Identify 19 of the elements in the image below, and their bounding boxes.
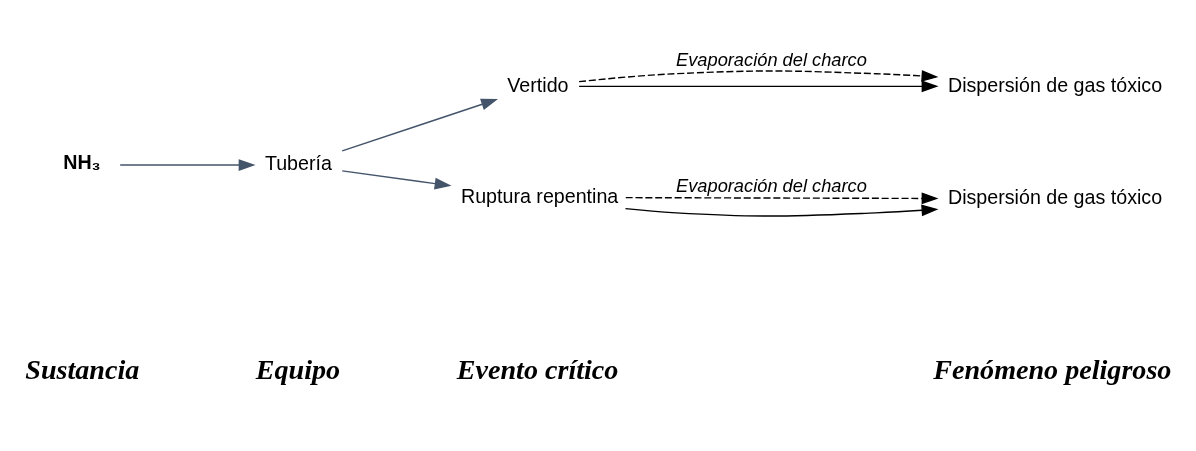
label: Evento crítico: [456, 353, 619, 385]
arrow: [341, 98, 498, 152]
label: Equipo: [255, 353, 341, 385]
edge-label: Evaporación del charco: [676, 175, 867, 197]
label: Sustancia: [25, 353, 140, 385]
node-text: Vertido: [507, 73, 569, 96]
arrow: [624, 204, 939, 217]
node-text: Tubería: [264, 152, 332, 175]
arrow: [119, 159, 256, 171]
node-text: Dispersión de gas tóxico: [947, 73, 1163, 96]
edge-label: Evaporación del charco: [676, 48, 867, 70]
node-text: NH₃: [63, 150, 101, 173]
arrow: [578, 70, 939, 83]
arrow: [578, 80, 939, 93]
arrow: [341, 170, 452, 190]
node-text: Ruptura repentina: [460, 184, 619, 207]
node-text: Dispersión de gas tóxico: [947, 186, 1163, 208]
arrow: [625, 192, 939, 205]
label: Fenómeno peligroso: [933, 353, 1172, 385]
